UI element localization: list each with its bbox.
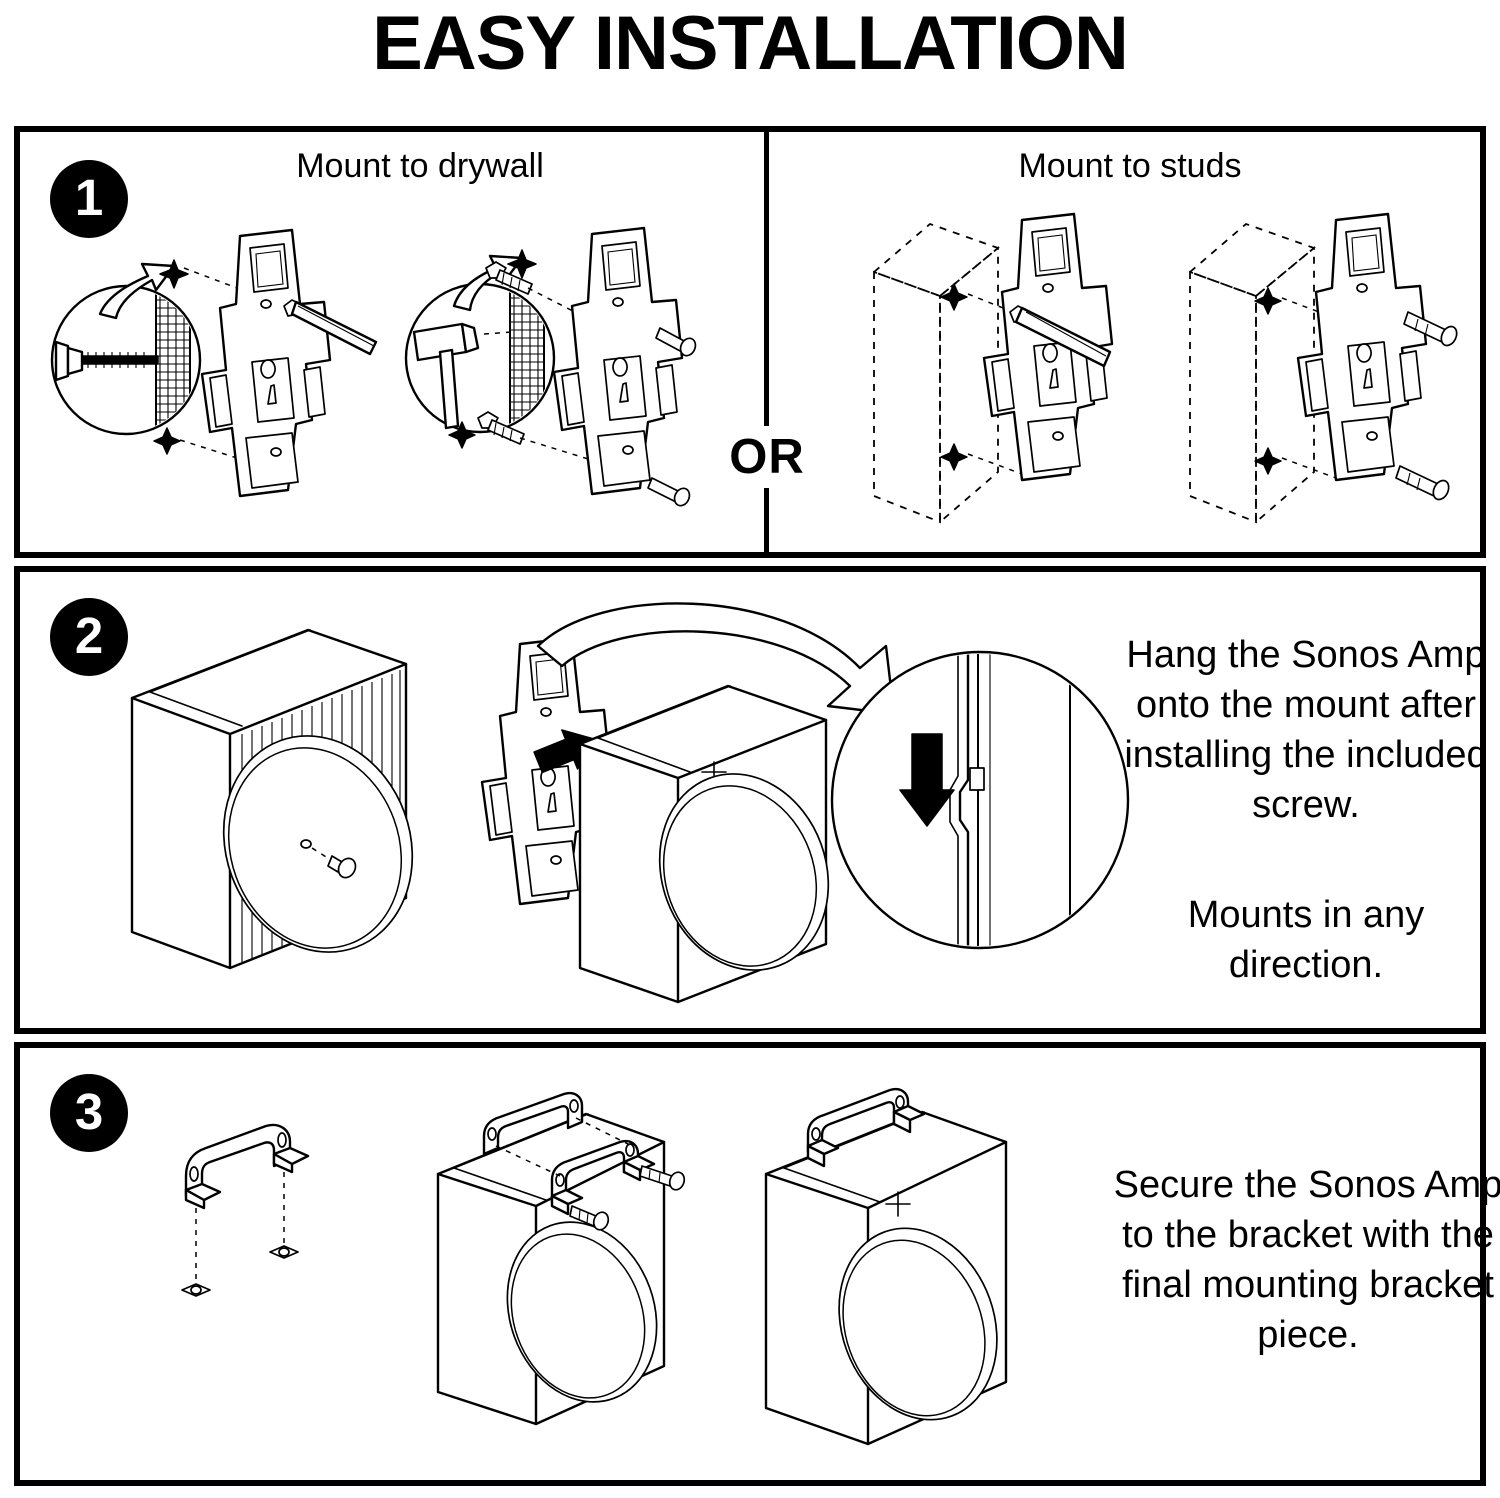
bracket-strap-figure xyxy=(170,1123,490,1354)
mount-to-drywall-heading: Mount to drywall xyxy=(296,147,544,185)
step-3-panel: 3 Secure the Sonos Amp to the bracket wi… xyxy=(14,1042,1500,1486)
step-1-badge: 1 xyxy=(50,160,128,238)
page-title: EASY INSTALLATION xyxy=(372,1,1129,86)
drywall-anchor-detail-figure xyxy=(38,228,378,542)
step-2-instruction-secondary: Mounts in any direction. xyxy=(1187,894,1425,986)
screw xyxy=(485,261,533,295)
amp-with-plate-and-screws-figure xyxy=(424,1084,754,1434)
drywall-screw-mount-figure xyxy=(400,226,750,546)
amp-secured-figure xyxy=(752,1078,1092,1478)
amp-rear-with-screw-figure xyxy=(120,622,470,982)
or-separator-label: OR xyxy=(724,426,810,488)
step-2-panel: 2 Hang the Sonos Amp onto the mount afte… xyxy=(14,566,1488,1034)
panel-1-vertical-divider xyxy=(764,132,769,552)
step-3-instruction: Secure the Sonos Amp to the bracket with… xyxy=(1113,1164,1500,1356)
screw xyxy=(639,1165,686,1191)
step-3-badge: 3 xyxy=(50,1074,128,1152)
step-1-panel: OR 1 Mount to drywall Mount to studs xyxy=(14,126,1486,558)
screw xyxy=(477,411,525,445)
step-2-instruction-primary: Hang the Sonos Amp onto the mount after … xyxy=(1124,634,1488,826)
step-2-badge: 2 xyxy=(50,598,128,676)
screw xyxy=(569,1205,610,1231)
mount-to-studs-heading: Mount to studs xyxy=(1018,147,1242,185)
stud-anchor-detail-figure xyxy=(852,192,1182,542)
mount-plate-and-amp-figure xyxy=(450,602,1130,1004)
stud-screw-mount-figure xyxy=(1168,192,1498,542)
